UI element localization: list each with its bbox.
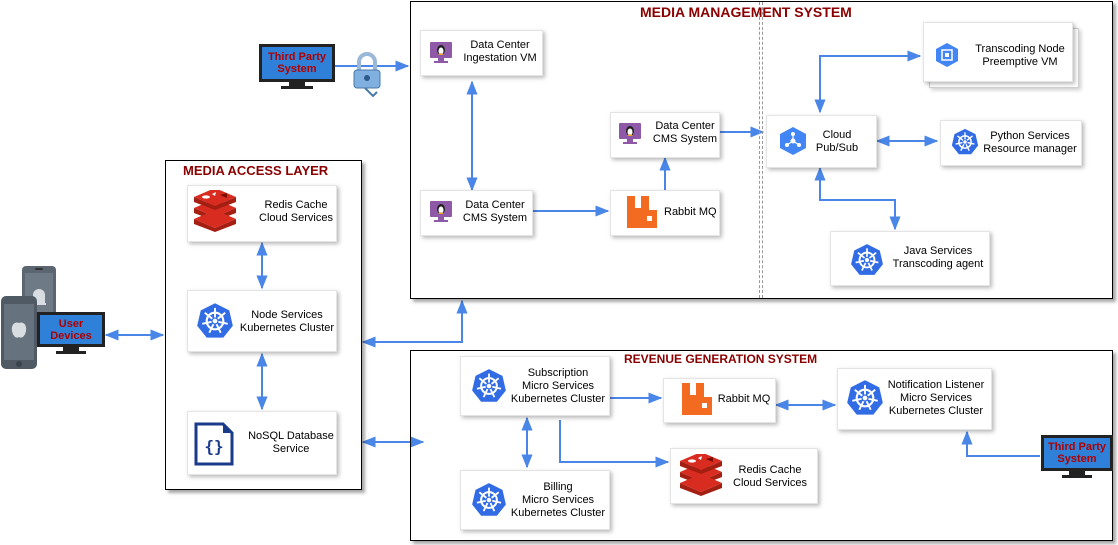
node-label: Ingestation VM bbox=[463, 52, 537, 64]
cloud-pubsub-label: Cloud Pub/Sub bbox=[812, 129, 862, 155]
redis-icon bbox=[680, 454, 722, 496]
lock-icon bbox=[353, 52, 381, 98]
node-label: Service bbox=[272, 443, 310, 455]
ingestation-vm-label: Data Center Ingestation VM bbox=[460, 39, 540, 65]
linux-vm-icon bbox=[619, 123, 641, 144]
kubernetes-icon bbox=[951, 128, 979, 155]
node-label: Java Services bbox=[903, 245, 973, 257]
node-label: Pub/Sub bbox=[815, 142, 859, 154]
node-label: NoSQL Database bbox=[248, 430, 334, 442]
revenue-title: REVENUE GENERATION SYSTEM bbox=[624, 352, 818, 366]
cms-system-lower-label: Data Center CMS System bbox=[458, 199, 532, 225]
redis-cache-access-label: Redis Cache Cloud Services bbox=[256, 199, 336, 225]
wire-subscription-redis bbox=[559, 420, 670, 468]
node-label: Cloud bbox=[822, 129, 852, 141]
kubernetes-icon bbox=[472, 369, 506, 402]
monitor-stand bbox=[1069, 471, 1085, 475]
monitor-base bbox=[56, 351, 86, 354]
notification-listener-label: Notification Listener Micro Services Kub… bbox=[884, 379, 988, 418]
svg-text:{}: {} bbox=[204, 437, 223, 456]
rabbitmq-icon bbox=[682, 383, 712, 415]
transcoding-node-label: Transcoding Node Preemptive VM bbox=[972, 43, 1068, 69]
redis-cache-revenue-label: Redis Cache Cloud Services bbox=[730, 464, 810, 490]
node-label: Kubernetes Cluster bbox=[888, 405, 984, 417]
node-label: Transcoding Node bbox=[975, 43, 1065, 55]
pubsub-icon bbox=[780, 127, 806, 155]
rabbitmq-mms-label: Rabbit MQ bbox=[664, 206, 717, 218]
third-party-system-top: Third Party System bbox=[259, 44, 335, 90]
linux-vm-icon bbox=[430, 201, 452, 222]
node-label: Preemptive VM bbox=[982, 56, 1058, 68]
kubernetes-icon bbox=[197, 303, 233, 338]
rabbitmq-icon bbox=[627, 196, 657, 228]
node-label: Cloud Services bbox=[733, 477, 807, 489]
node-label: Data Center bbox=[470, 39, 530, 51]
media-access-title: MEDIA ACCESS LAYER bbox=[183, 163, 329, 178]
node-label: Redis Cache bbox=[738, 464, 802, 476]
node-label: Cloud Services bbox=[259, 212, 333, 224]
wire-pubsub-transcoding bbox=[814, 50, 922, 114]
node-label: Data Center bbox=[655, 120, 715, 132]
monitor-base bbox=[281, 86, 313, 89]
billing-label: Billing Micro Services Kubernetes Cluste… bbox=[508, 481, 608, 520]
redis-icon bbox=[194, 190, 236, 232]
third-party-system-right: Third Party System bbox=[1041, 435, 1113, 479]
node-label: System bbox=[277, 63, 317, 75]
node-label: Micro Services bbox=[521, 380, 595, 392]
kubernetes-icon bbox=[472, 483, 506, 516]
monitor-screen: User Devices bbox=[37, 312, 105, 347]
node-label: Micro Services bbox=[521, 494, 595, 506]
user-devices-monitor: User Devices bbox=[37, 312, 105, 355]
node-label: Third Party bbox=[267, 51, 327, 63]
media-management-group bbox=[410, 1, 1113, 299]
java-services-label: Java Services Transcoding agent bbox=[890, 245, 986, 271]
linux-vm-icon bbox=[430, 42, 452, 63]
phone-icon bbox=[1, 296, 37, 369]
nosql-database-icon: {} bbox=[194, 422, 234, 466]
node-label: Notification Listener bbox=[887, 379, 985, 391]
kubernetes-icon bbox=[851, 244, 883, 275]
kubernetes-icon bbox=[847, 380, 883, 415]
rabbitmq-revenue-label: Rabbit MQ bbox=[717, 393, 771, 405]
node-label: Devices bbox=[50, 329, 92, 342]
node-label: User bbox=[58, 317, 84, 330]
node-services-label: Node Services Kubernetes Cluster bbox=[238, 309, 336, 335]
node-label: Subscription bbox=[527, 367, 589, 379]
node-label: Kubernetes Cluster bbox=[510, 393, 606, 405]
node-label: Billing bbox=[543, 481, 573, 493]
cms-system-upper-label: Data Center CMS System bbox=[648, 120, 722, 146]
node-label: Third Party bbox=[1047, 441, 1107, 453]
node-label: Micro Services bbox=[899, 392, 973, 404]
node-label: Python Services bbox=[990, 130, 1070, 142]
nosql-database-label: NoSQL Database Service bbox=[244, 430, 338, 456]
monitor-screen: Third Party System bbox=[1041, 435, 1113, 471]
node-label: CMS System bbox=[462, 212, 528, 224]
compute-engine-icon bbox=[936, 43, 958, 67]
media-management-title: MEDIA MANAGEMENT SYSTEM bbox=[640, 4, 852, 20]
wire-pubsub-java bbox=[814, 166, 901, 231]
cms-system-lower-node[interactable] bbox=[420, 190, 533, 236]
node-label: Redis Cache bbox=[264, 199, 328, 211]
node-label: Data Center bbox=[465, 199, 525, 211]
python-services-label: Python Services Resource manager bbox=[982, 130, 1078, 156]
monitor-stand bbox=[63, 347, 79, 351]
media-access-group bbox=[165, 160, 362, 490]
node-label: Kubernetes Cluster bbox=[510, 507, 606, 519]
wire-access-mms bbox=[361, 299, 468, 348]
monitor-base bbox=[1062, 475, 1092, 478]
monitor-stand bbox=[289, 82, 305, 86]
node-label: System bbox=[1057, 453, 1097, 465]
subscription-label: Subscription Micro Services Kubernetes C… bbox=[508, 367, 608, 406]
node-label: CMS System bbox=[652, 133, 718, 145]
group-divider bbox=[759, 2, 763, 298]
monitor-screen: Third Party System bbox=[259, 44, 335, 82]
node-label: Node Services bbox=[251, 309, 323, 321]
rabbitmq-revenue-node[interactable] bbox=[663, 378, 776, 423]
node-label: Kubernetes Cluster bbox=[239, 322, 335, 334]
wire-thirdparty-notification bbox=[961, 430, 1040, 457]
node-label: Resource manager bbox=[983, 143, 1077, 155]
node-label: Transcoding agent bbox=[892, 258, 984, 270]
